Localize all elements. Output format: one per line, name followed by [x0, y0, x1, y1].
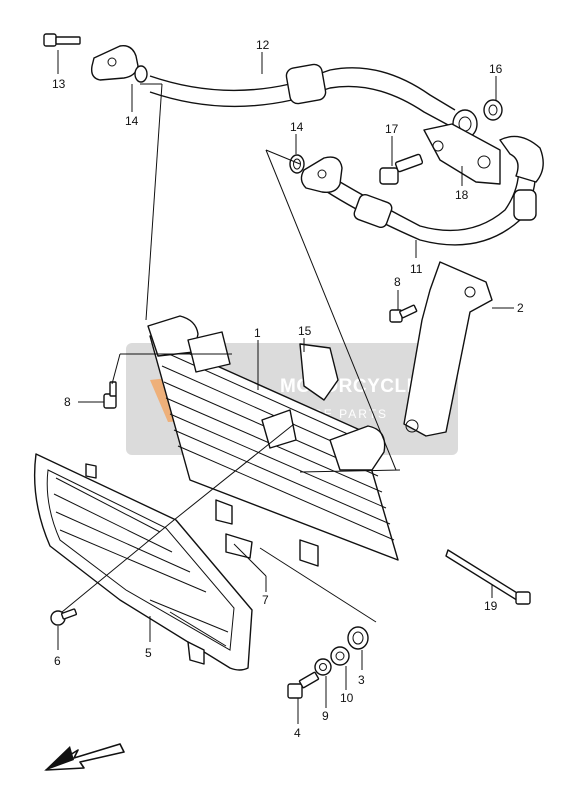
washer-9	[314, 658, 332, 676]
callout-4: 4	[294, 726, 301, 740]
bolt-4	[287, 671, 320, 699]
oil-hose-upper	[149, 63, 478, 139]
callout-16: 16	[489, 62, 503, 76]
callout-10: 10	[340, 691, 354, 705]
arrow-down-left-icon	[44, 743, 125, 771]
callout-15: 15	[298, 324, 312, 338]
grommet-3	[347, 626, 369, 650]
callout-18: 18	[455, 188, 469, 202]
callout-labels: 1 2 3 4 5 6 7 8 8 9 10 11 12 13 14 14 15…	[52, 38, 524, 740]
lower-flange	[300, 156, 343, 194]
bolt-8-left	[103, 381, 117, 409]
grille-mesh	[53, 477, 229, 647]
callout-14-left: 14	[125, 114, 139, 128]
oil-cooler-1	[147, 315, 399, 567]
bracket-2	[403, 261, 493, 437]
callout-17: 17	[385, 122, 399, 136]
bolt-17	[379, 153, 424, 185]
bolt-8-right	[389, 304, 418, 323]
grille-5	[33, 453, 253, 671]
callout-11: 11	[410, 262, 423, 276]
callout-13: 13	[52, 77, 66, 91]
callout-3: 3	[358, 673, 365, 687]
washer-16	[483, 99, 503, 121]
callout-8-right: 8	[394, 275, 401, 289]
callout-12: 12	[256, 38, 270, 52]
cable-tie-19	[445, 549, 531, 605]
oil-hose-lower	[317, 135, 544, 246]
clamp-plate-18	[423, 123, 501, 185]
collar-10	[330, 646, 350, 666]
callout-7: 7	[262, 593, 269, 607]
callout-19: 19	[484, 599, 498, 613]
callout-9: 9	[322, 709, 329, 723]
callout-1: 1	[254, 326, 261, 340]
bolt-13	[43, 33, 81, 47]
screw-6	[50, 608, 78, 626]
watermark-brand: MOTORCYCLE	[280, 376, 420, 397]
callout-6: 6	[54, 654, 61, 668]
callout-2: 2	[517, 301, 524, 315]
callout-14-right: 14	[290, 120, 304, 134]
upper-flange	[90, 45, 148, 83]
callout-5: 5	[145, 646, 152, 660]
oring-14-right	[289, 154, 305, 174]
callout-8-left: 8	[64, 395, 71, 409]
leader-lines	[57, 50, 514, 724]
